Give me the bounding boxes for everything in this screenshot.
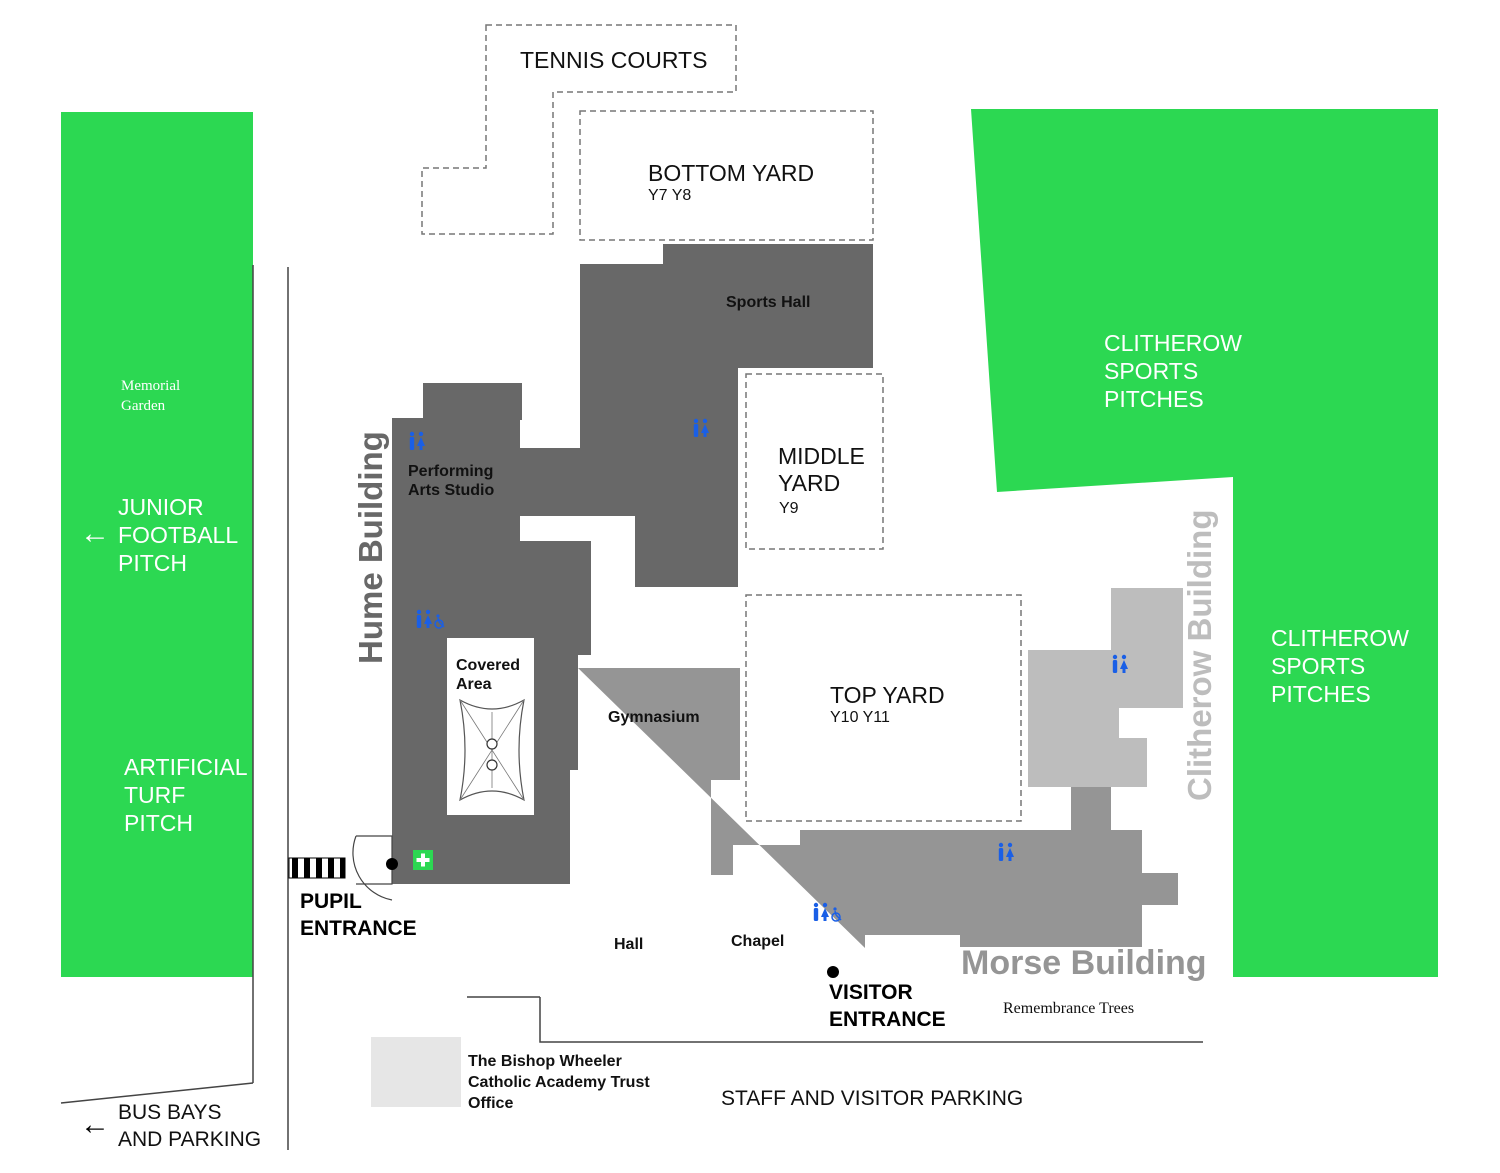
middle-yard-label: MIDDLE YARD xyxy=(778,443,865,496)
sports-hall-label: Sports Hall xyxy=(726,294,811,311)
toilet-icon xyxy=(409,431,425,450)
entrance-stripe-1 xyxy=(292,858,298,878)
clitherow-pitches-top-area xyxy=(971,109,1438,977)
tennis-courts-area xyxy=(421,24,737,235)
bus-road-line xyxy=(60,1082,254,1104)
toilet-icon xyxy=(1112,654,1128,673)
accessible-toilet-icon xyxy=(813,902,842,922)
middle-yard-area xyxy=(745,373,884,550)
bottom-yard-years: Y7 Y8 xyxy=(648,187,692,204)
hall-label: Hall xyxy=(614,936,644,953)
shelter-post-2 xyxy=(486,759,498,771)
clitherow-pitches-right-label: CLITHEROW SPORTS PITCHES xyxy=(1271,625,1409,708)
pupil-entrance-label: PUPIL ENTRANCE xyxy=(300,890,417,941)
parking-line xyxy=(539,997,1203,1043)
entrance-stripe-4 xyxy=(328,858,334,878)
pupil-entrance-door-swing xyxy=(352,835,393,901)
arrow-left-icon: ← xyxy=(80,517,110,550)
left-pitch-area xyxy=(61,112,253,977)
accessible-toilet-icon xyxy=(416,609,445,629)
entrance-stripe-2 xyxy=(304,858,310,878)
toilet-icon xyxy=(998,842,1014,861)
top-yard-label: TOP YARD xyxy=(830,682,945,708)
remembrance-trees-label: Remembrance Trees xyxy=(1003,1000,1135,1017)
trust-office-building xyxy=(371,1037,461,1107)
clitherow-pitches-top-label: CLITHEROW SPORTS PITCHES xyxy=(1104,330,1242,413)
toilet-icon xyxy=(693,418,709,437)
junior-football-pitch-label: JUNIOR FOOTBALL PITCH xyxy=(118,494,239,577)
first-aid-icon xyxy=(413,850,433,870)
tennis-courts-label: TENNIS COURTS xyxy=(520,47,708,73)
hume-building-label: Hume Building xyxy=(352,431,389,664)
middle-yard-years: Y9 xyxy=(779,500,799,517)
clitherow-building xyxy=(1028,588,1183,787)
covered-area-label: Covered Area xyxy=(456,657,521,693)
shelter-post-1 xyxy=(486,738,498,750)
gymnasium-label: Gymnasium xyxy=(608,709,700,726)
bus-bays-label: BUS BAYS AND PARKING xyxy=(118,1101,262,1152)
memorial-garden-label: Memorial Garden xyxy=(121,378,181,414)
visitor-entrance-marker xyxy=(827,966,839,978)
morse-building xyxy=(578,668,1178,948)
pupil-entrance-door xyxy=(356,835,393,885)
visitor-entrance-label: VISITOR ENTRANCE xyxy=(829,981,946,1032)
staff-visitor-parking-label: STAFF AND VISITOR PARKING xyxy=(721,1087,1024,1110)
covered-area xyxy=(447,638,534,815)
sports-hall-building xyxy=(580,244,873,587)
artificial-turf-pitch-label: ARTIFICIAL TURF PITCH xyxy=(124,754,248,837)
top-yard-years: Y10 Y11 xyxy=(830,709,890,726)
morse-building-label: Morse Building xyxy=(961,944,1207,982)
trust-office-label: The Bishop Wheeler Catholic Academy Trus… xyxy=(468,1053,650,1112)
entrance-stripe-5 xyxy=(340,858,345,878)
bottom-yard-label: BOTTOM YARD xyxy=(648,160,815,186)
chapel-label: Chapel xyxy=(731,933,785,950)
arrow-left-icon: ← xyxy=(80,1108,110,1141)
entrance-stripe-3 xyxy=(316,858,322,878)
performing-arts-label: Performing Arts Studio xyxy=(408,463,495,499)
pupil-entrance-marker xyxy=(386,858,398,870)
clitherow-building-label: Clitherow Building xyxy=(1181,509,1218,801)
